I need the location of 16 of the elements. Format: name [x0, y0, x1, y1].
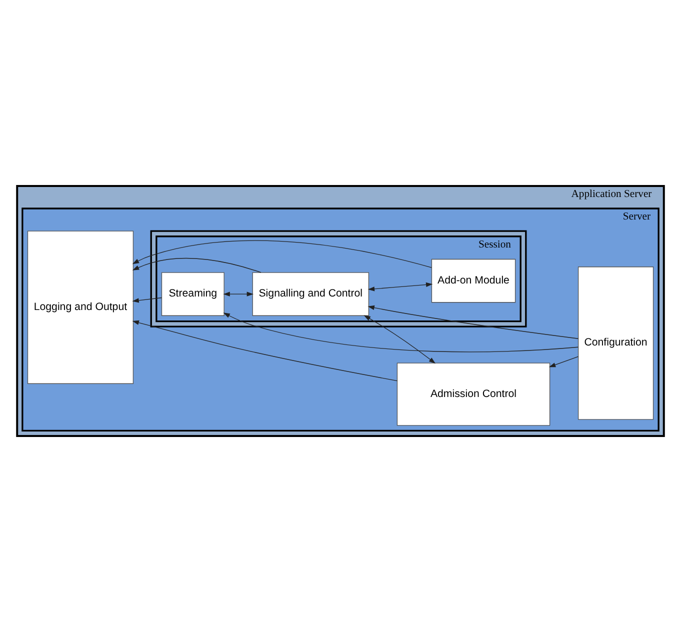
node-box: Configuration: [578, 266, 654, 420]
arrow: [223, 312, 578, 352]
arrow: [132, 320, 398, 382]
arrow: [223, 292, 254, 296]
arrow: [132, 240, 432, 268]
arrow: [368, 282, 433, 292]
arrow: [368, 305, 579, 339]
node-box: Streaming: [161, 272, 224, 316]
node-box: Signalling and Control: [252, 272, 370, 316]
arrow: [132, 258, 262, 273]
node-box: Add-on Module: [431, 258, 516, 303]
arrow: [364, 315, 436, 364]
arrow: [548, 356, 579, 368]
node-box: Logging and Output: [27, 230, 134, 384]
node-box: Admission Control: [396, 362, 550, 426]
arrow: [132, 297, 162, 303]
